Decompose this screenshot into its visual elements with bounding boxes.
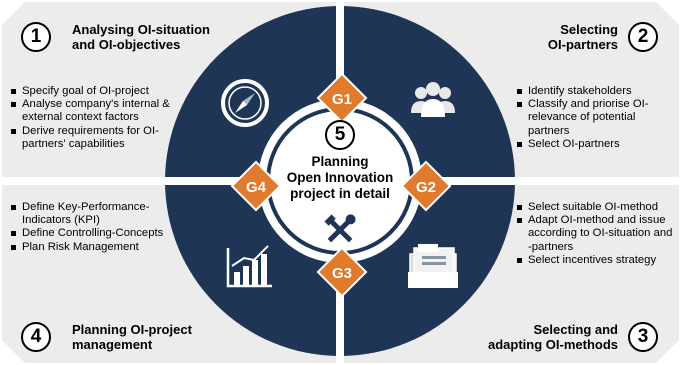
bar-chart-icon: [226, 245, 272, 288]
list-item: Select suitable OI-method: [517, 201, 677, 214]
folder-stack-icon: [408, 244, 458, 288]
step-number-5: 5: [325, 120, 355, 150]
list-item: Analyse company's internal & external co…: [11, 98, 191, 124]
title-line: Planning OI-project: [72, 322, 192, 337]
gate-label: G2: [416, 179, 436, 196]
list-item: Adapt OI-method and issue according to O…: [517, 214, 677, 254]
quadrant-1-bullets: Specify goal of OI-project Analyse compa…: [11, 85, 191, 151]
gate-g2: G2: [400, 160, 452, 212]
list-item: Define Controlling-Concepts: [11, 227, 186, 240]
gate-label: G3: [332, 265, 352, 282]
quadrant-2-title: Selecting OI-partners: [480, 22, 618, 52]
quadrant-2-bullets: Identify stakeholders Classify and prior…: [517, 85, 677, 151]
quadrant-4-bullets: Define Key-Performance-Indicators (KPI) …: [11, 201, 186, 254]
people-group-icon: [411, 82, 455, 117]
quadrant-4-title: Planning OI-project management: [72, 322, 292, 352]
list-item: Specify goal of OI-project: [11, 85, 191, 98]
list-item: Define Key-Performance-Indicators (KPI): [11, 201, 186, 227]
quadrant-3-title: Selecting and adapting OI-methods: [440, 322, 618, 352]
title-line: Selecting: [560, 22, 618, 37]
step-number-1: 1: [21, 22, 51, 52]
title-line: adapting OI-methods: [488, 337, 618, 352]
gate-g3: G3: [316, 246, 368, 298]
center-line: Open Innovation: [286, 170, 394, 185]
step-number-2: 2: [628, 22, 658, 52]
center-title: Planning Open Innovation project in deta…: [270, 154, 410, 202]
list-item: Classify and priorise OI-relevance of po…: [517, 98, 677, 138]
title-line: management: [72, 337, 153, 352]
step-number-4: 4: [21, 322, 51, 352]
gate-label: G4: [246, 179, 267, 196]
list-item: Identify stakeholders: [517, 85, 677, 98]
quadrant-1-title: Analysing OI-situation and OI-objectives: [72, 22, 302, 52]
tools-icon: [324, 214, 356, 243]
gate-label: G1: [332, 91, 352, 108]
list-item: Plan Risk Management: [11, 241, 186, 254]
title-line: OI-partners: [547, 37, 618, 52]
center-line: project in detail: [290, 186, 390, 201]
list-item: Select incentives strategy: [517, 254, 677, 267]
gate-g1: G1: [316, 72, 368, 124]
gate-g4: G4: [230, 160, 282, 212]
compass-icon: [221, 79, 269, 127]
center-circle: [258, 99, 422, 263]
title-line: Selecting and: [533, 322, 618, 337]
title-line: and OI-objectives: [72, 37, 181, 52]
step-number-3: 3: [628, 322, 658, 352]
list-item: Derive requirements for OI-partners' cap…: [11, 125, 191, 151]
title-line: Analysing OI-situation: [72, 22, 210, 37]
quadrant-3-bullets: Select suitable OI-method Adapt OI-metho…: [517, 201, 677, 267]
center-line: Planning: [311, 154, 369, 169]
list-item: Select OI-partners: [517, 138, 677, 151]
